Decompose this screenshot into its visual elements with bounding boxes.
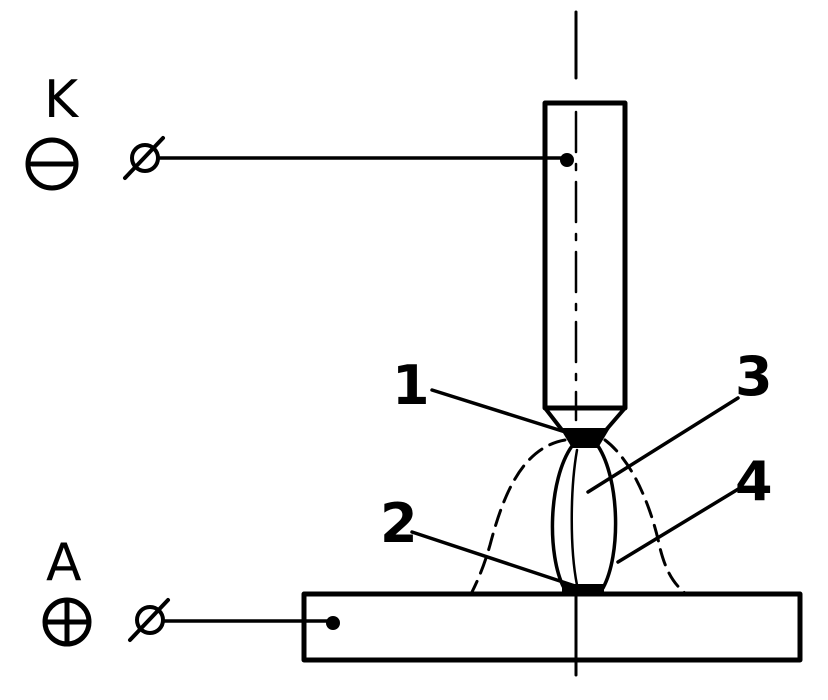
- callout-4: 4: [735, 450, 773, 513]
- anode-terminal: A: [42, 533, 335, 647]
- cathode-terminal: K: [25, 70, 569, 191]
- callout-3: 3: [735, 345, 773, 408]
- callout-leaders: [410, 388, 742, 588]
- circle-plus-icon: [42, 597, 92, 647]
- callout-1: 1: [392, 354, 430, 417]
- callout-2: 2: [380, 492, 418, 555]
- workpiece: [301, 591, 803, 663]
- leader-4: [616, 486, 742, 564]
- arc-flame-envelope: [470, 438, 688, 596]
- workpiece-contact-dot: [326, 616, 340, 630]
- anode-spot: [562, 584, 604, 595]
- electrode: [542, 100, 628, 432]
- circle-minus-icon: [25, 137, 79, 191]
- arc-column: [550, 444, 618, 590]
- leader-1: [430, 388, 580, 438]
- anode-letter: A: [46, 533, 82, 593]
- leader-2: [410, 530, 577, 588]
- leader-3: [586, 396, 740, 494]
- electrode-contact-dot: [560, 153, 574, 167]
- cathode-letter: K: [44, 70, 80, 130]
